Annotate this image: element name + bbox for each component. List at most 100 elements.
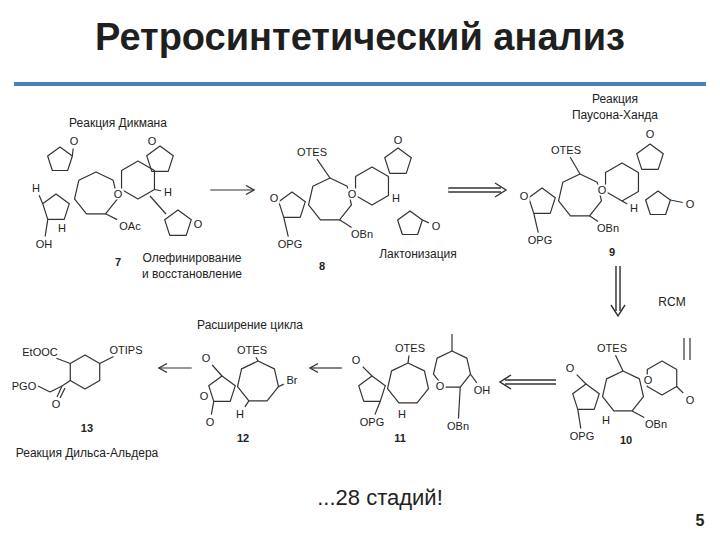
atom-label: OBn xyxy=(350,229,374,240)
bond-line xyxy=(363,367,372,376)
arrow-head xyxy=(159,364,167,373)
atom-label: OTES xyxy=(236,345,268,356)
atom-label: O xyxy=(565,363,576,374)
atom-label: H xyxy=(57,223,67,234)
atom-label: O xyxy=(193,219,204,230)
arrow-head xyxy=(310,364,318,373)
arrow-shaft-gap xyxy=(505,381,556,384)
atom-label: H xyxy=(601,415,611,426)
atom-label: OTES xyxy=(550,145,582,156)
bond-line xyxy=(72,148,74,155)
bond-line xyxy=(677,387,684,394)
reaction-arrow xyxy=(159,364,192,373)
atom-label: O xyxy=(147,136,158,147)
bond-line xyxy=(622,201,627,204)
bond-line xyxy=(670,200,682,203)
compound-structure: OOTESOOHHOBnOPG11 xyxy=(346,322,496,448)
atom-label: Br xyxy=(286,375,299,386)
atom-label: OAc xyxy=(118,221,141,232)
ring-skeleton xyxy=(606,163,639,201)
ring-skeleton xyxy=(398,211,423,235)
bond-line xyxy=(408,355,409,363)
compound-structure: OOTESOHOOOBnOPG9 xyxy=(510,124,702,262)
atom-label: OTES xyxy=(394,343,426,354)
atom-label: H xyxy=(235,409,245,420)
atom-label: O xyxy=(597,185,608,196)
compound-structure: OOTESBrOHO12 xyxy=(196,338,306,447)
compound-structure: O OTES O H OBn O OPG 10 xyxy=(560,320,706,449)
arrow-head xyxy=(611,305,625,316)
compound-number: 9 xyxy=(608,247,616,258)
bond-line xyxy=(56,358,70,363)
bond-line xyxy=(375,401,380,414)
atom-label: OBn xyxy=(644,419,668,430)
ring-skeleton xyxy=(356,167,389,205)
atom-label: O xyxy=(347,189,358,200)
ring-skeleton xyxy=(359,376,386,401)
reaction-arrow xyxy=(611,266,625,316)
bond-line xyxy=(577,375,586,384)
atom-label: O xyxy=(643,375,654,386)
bond-line xyxy=(278,384,283,387)
ring-skeleton xyxy=(637,144,664,169)
page-number: 5 xyxy=(696,511,705,532)
reaction-arrow xyxy=(448,183,506,197)
bond-line xyxy=(458,387,460,418)
arrow-shaft xyxy=(210,189,254,190)
atom-label: O xyxy=(519,191,530,202)
arrow-shaft xyxy=(615,266,621,311)
compound-structure: OHHOHOHOAcOO7 xyxy=(28,132,206,271)
atom-label: O xyxy=(205,417,216,428)
atom-label: OPG xyxy=(277,239,303,250)
atom-label: O xyxy=(199,391,210,402)
ring-skeleton xyxy=(573,384,600,409)
arrow-shaft-gap xyxy=(617,266,620,311)
ring-skeleton xyxy=(385,148,412,173)
atom-label: OTIPS xyxy=(108,345,143,356)
reaction-arrow xyxy=(210,186,254,195)
atom-label: O xyxy=(51,399,62,410)
atom-label: OTES xyxy=(296,147,328,158)
bond-line xyxy=(57,386,62,397)
bond-line xyxy=(578,409,581,428)
ring-skeleton xyxy=(122,161,155,199)
compound-number: 10 xyxy=(619,435,633,446)
arrow-shaft xyxy=(505,379,556,385)
bond-line xyxy=(45,219,48,236)
ring-skeleton xyxy=(70,355,99,389)
bond-line xyxy=(590,216,598,222)
atom-label: H xyxy=(397,409,407,420)
bond-line xyxy=(471,374,477,383)
step-note: Лактонизация xyxy=(379,247,457,263)
atom-label: O xyxy=(685,395,696,406)
atom-label: O xyxy=(113,189,124,200)
ring-skeleton xyxy=(646,191,671,215)
reaction-arrow xyxy=(310,364,342,373)
arrow-head xyxy=(500,375,511,389)
atom-label: OTES xyxy=(596,343,628,354)
ring-skeleton xyxy=(209,376,236,401)
bond-line xyxy=(39,195,43,203)
step-note: RCM xyxy=(658,295,685,311)
compound-number: 11 xyxy=(393,433,407,444)
compound-number: 8 xyxy=(318,261,326,272)
atom-label: PGO xyxy=(11,381,37,392)
atom-label: H xyxy=(31,183,41,194)
atom-label: OPG xyxy=(569,431,595,442)
bond-line xyxy=(106,214,118,220)
atom-label: O xyxy=(269,193,280,204)
reaction-name: Реакция Дикмана xyxy=(69,116,167,132)
bond-line xyxy=(570,157,580,174)
atom-label: H xyxy=(163,187,173,198)
atom-label: O xyxy=(393,135,404,146)
bond-line xyxy=(100,356,114,363)
bond-line xyxy=(340,220,352,228)
arrow-shaft xyxy=(448,187,501,193)
atom-label: O xyxy=(435,381,446,392)
bond-line xyxy=(451,334,452,351)
atom-label: OPG xyxy=(359,417,385,428)
ring-skeleton xyxy=(388,363,429,403)
atom-label: OBn xyxy=(446,421,470,432)
reaction-arrow xyxy=(500,375,556,389)
bond-line xyxy=(211,401,213,414)
